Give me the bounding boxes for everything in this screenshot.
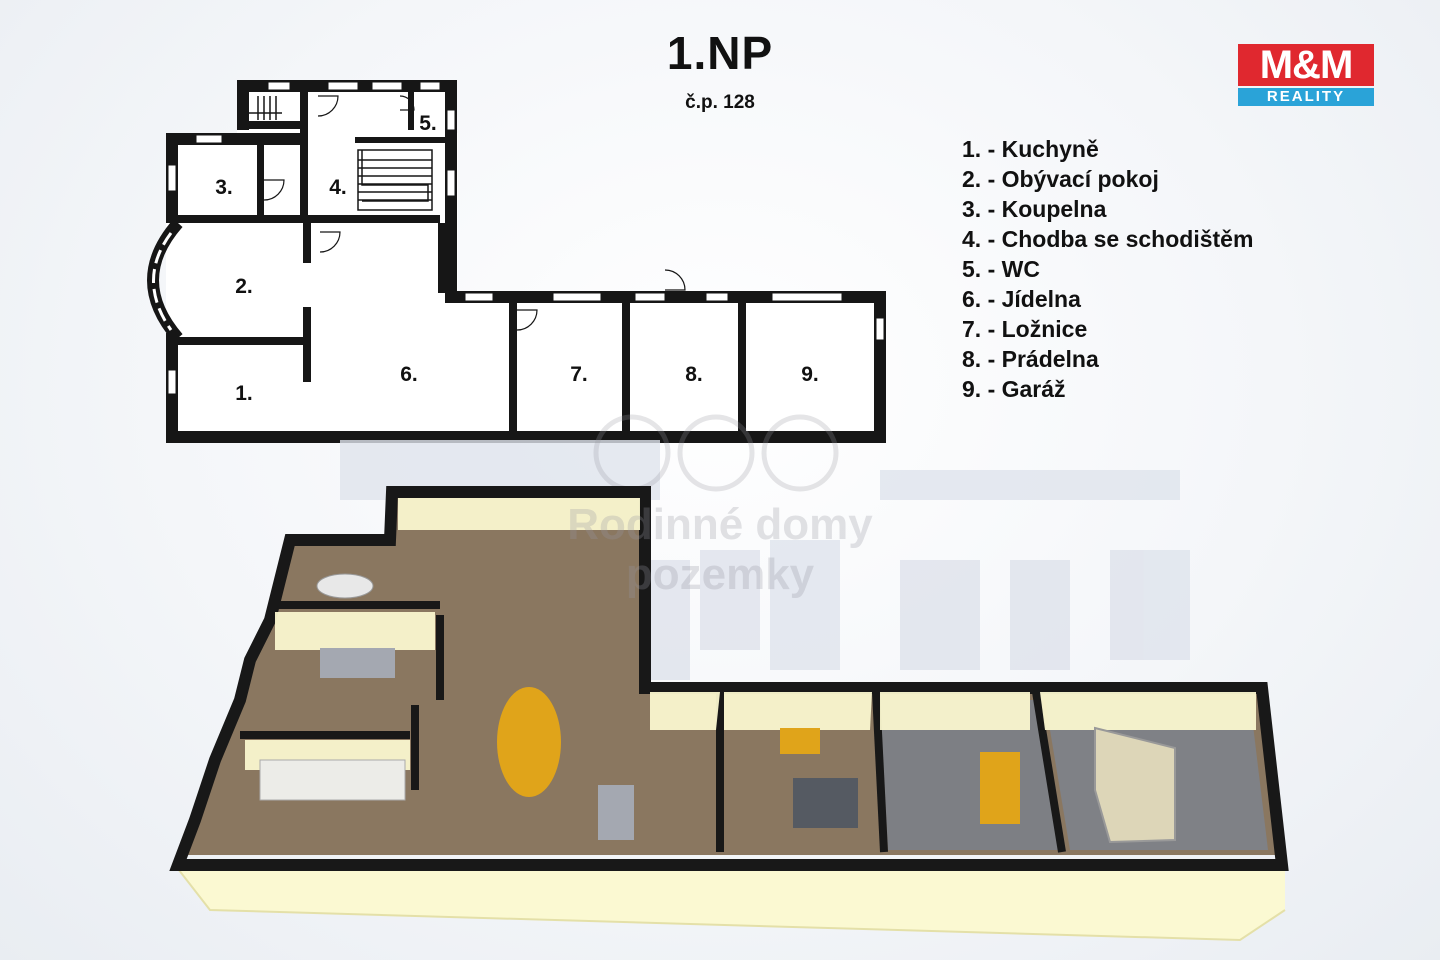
logo-bottom-text: REALITY bbox=[1238, 88, 1374, 106]
room-number-2: 2. bbox=[235, 275, 253, 298]
render-bed bbox=[793, 778, 858, 828]
legend-item: 5. - WC bbox=[962, 256, 1040, 282]
legend-item: 4. - Chodba se schodištěm bbox=[962, 226, 1254, 252]
room-number-5: 5. bbox=[419, 112, 437, 135]
mm-reality-logo: M&M REALITY bbox=[1238, 44, 1374, 108]
legend-item: 6. - Jídelna bbox=[962, 286, 1081, 312]
legend-item: 9. - Garáž bbox=[962, 376, 1066, 402]
legend-item: 2. - Obývací pokoj bbox=[962, 166, 1159, 192]
staircase bbox=[249, 96, 433, 211]
legend-item: 1. - Kuchyně bbox=[962, 136, 1099, 162]
watermark-text: Rodinné domy pozemky bbox=[567, 500, 873, 599]
room-legend: 1. - Kuchyně 2. - Obývací pokoj 3. - Kou… bbox=[962, 134, 1253, 404]
room-number-6: 6. bbox=[400, 363, 418, 386]
room-number-7: 7. bbox=[570, 363, 588, 386]
legend-item: 7. - Ložnice bbox=[962, 316, 1088, 342]
render-dining-table bbox=[497, 687, 561, 797]
room-number-4: 4. bbox=[329, 176, 347, 199]
page-subtitle: č.p. 128 bbox=[685, 92, 755, 113]
logo-top-text: M&M bbox=[1238, 44, 1374, 86]
legend-item: 8. - Prádelna bbox=[962, 346, 1099, 372]
legend-item: 3. - Koupelna bbox=[962, 196, 1107, 222]
room-number-1: 1. bbox=[235, 382, 253, 405]
plan-doors bbox=[263, 95, 686, 331]
plan-windows bbox=[167, 81, 885, 395]
render-front-wall bbox=[175, 865, 1285, 940]
room-number-9: 9. bbox=[801, 363, 819, 386]
room-number-3: 3. bbox=[215, 176, 233, 199]
page-title: 1.NP bbox=[666, 27, 774, 79]
render-car bbox=[1094, 726, 1176, 844]
render-walls bbox=[169, 486, 1289, 871]
room-number-8: 8. bbox=[685, 363, 703, 386]
